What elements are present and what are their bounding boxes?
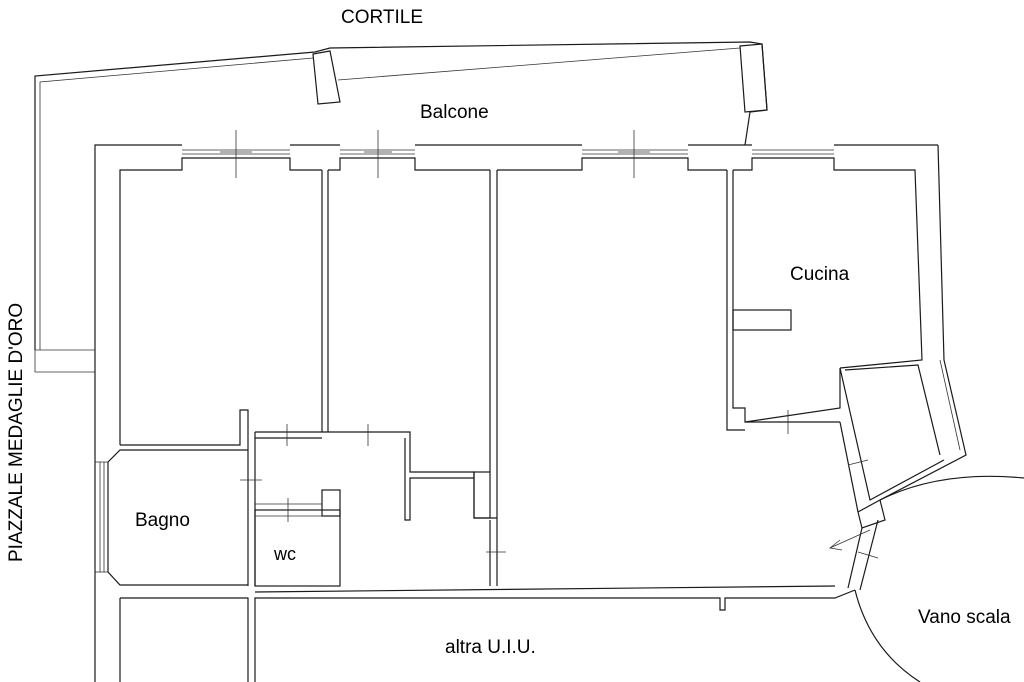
door-symbols [240, 410, 879, 559]
label-cucina: Cucina [790, 264, 850, 285]
label-cortile: CORTILE [341, 7, 423, 28]
label-vano-scala: Vano scala [918, 607, 1011, 628]
label-wc: wc [273, 544, 296, 564]
label-balcone: Balcone [420, 102, 489, 123]
label-altra-uiu: altra U.I.U. [445, 637, 536, 658]
stair-landing-curve [879, 475, 1024, 501]
stair-landing-curve-lower [854, 589, 921, 682]
label-piazzale: PIAZZALE MEDAGLIE D'ORO [6, 303, 27, 562]
balcony-outline [34, 41, 768, 373]
top-windows [182, 130, 834, 178]
entrance-arrow-icon [829, 529, 871, 551]
label-bagno: Bagno [135, 510, 190, 531]
outer-walls [94, 144, 967, 682]
interior-walls [95, 170, 945, 591]
